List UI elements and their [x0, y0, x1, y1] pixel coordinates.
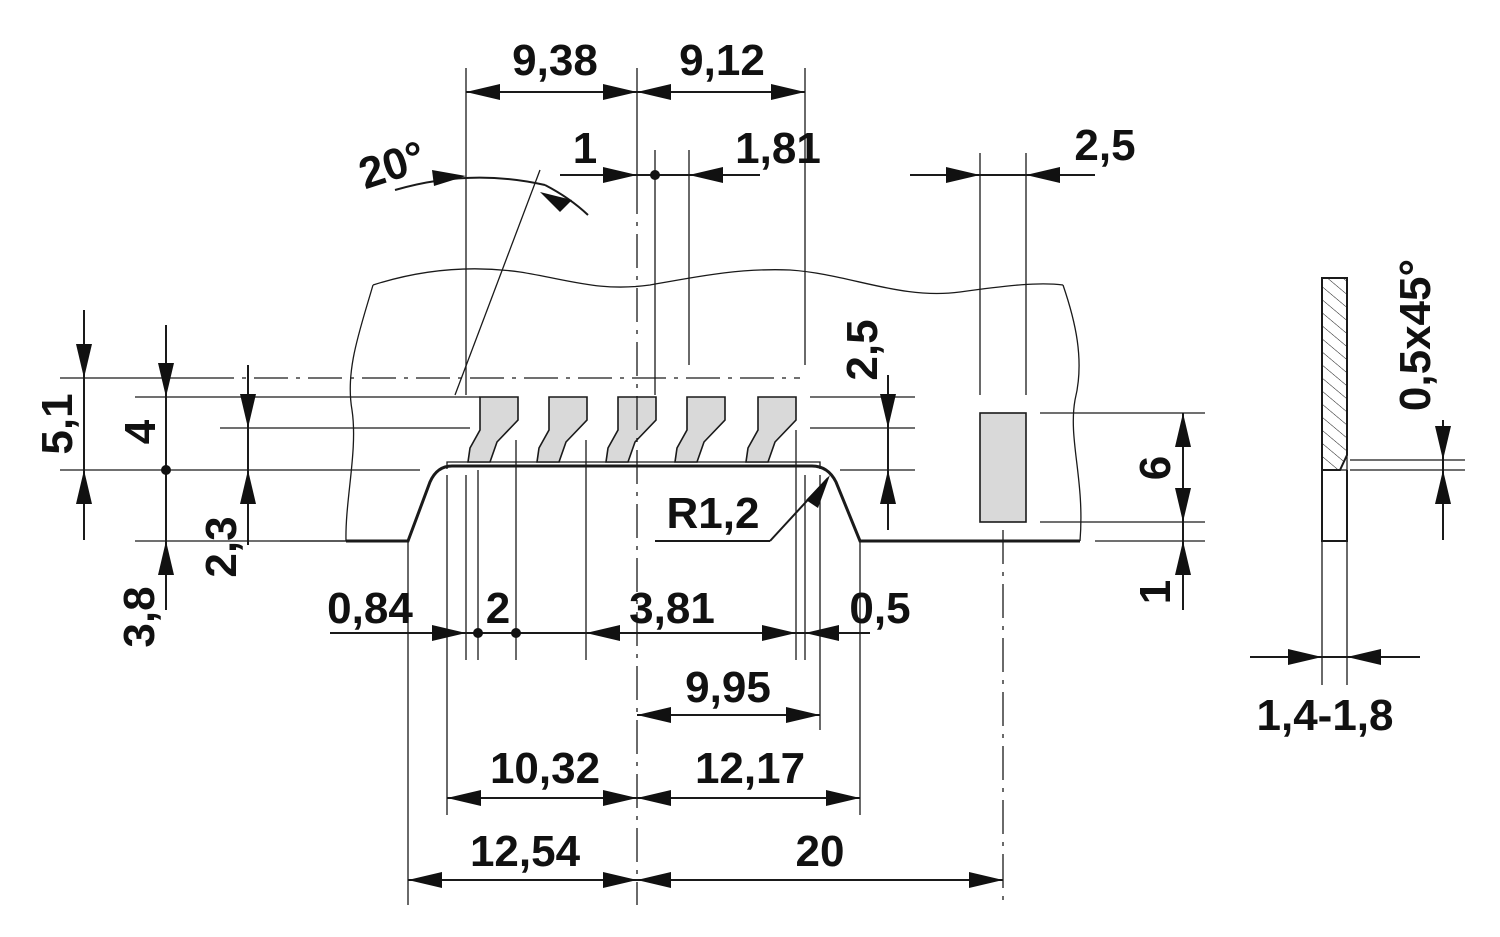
dim-6: 6 [1131, 456, 1180, 480]
dim-1-top: 1 [573, 124, 597, 173]
dim-2: 2 [486, 584, 510, 633]
dim-10-32: 10,32 [490, 744, 600, 793]
board-outline [345, 268, 1082, 543]
dim-12-54: 12,54 [470, 827, 581, 876]
dim-5-1: 5,1 [33, 393, 82, 454]
center-lines [200, 180, 1004, 905]
dim-0-5x45: 0,5x45° [1391, 259, 1440, 411]
pad-1 [467, 396, 519, 463]
pad-4 [674, 396, 726, 463]
dim-1-4-1-8: 1,4-1,8 [1257, 691, 1394, 740]
pad-5 [745, 396, 797, 463]
dim-r1-2: R1,2 [667, 489, 760, 538]
dim-0-84: 0,84 [327, 584, 413, 633]
right-pad [979, 412, 1027, 523]
dim-12-17: 12,17 [695, 744, 805, 793]
dim-2-3: 2,3 [197, 516, 246, 577]
dim-3-8: 3,8 [115, 586, 164, 647]
dim-20-deg: 20° [353, 132, 431, 199]
dimension-labels: 9,38 9,12 20° 1 1,81 2,5 5,1 4 2,3 3,8 2… [33, 36, 1440, 876]
dim-1-right: 1 [1131, 580, 1180, 604]
dim-0-5: 0,5 [849, 584, 910, 633]
dimension-dots [161, 170, 660, 638]
dim-2-5-top: 2,5 [1074, 121, 1135, 170]
pad-3 [605, 396, 657, 463]
dim-9-95: 9,95 [685, 663, 771, 712]
dim-4: 4 [116, 419, 165, 444]
side-section-view [1250, 277, 1465, 685]
pad-2 [536, 396, 588, 463]
solder-pads [467, 396, 1027, 523]
dim-9-12: 9,12 [679, 36, 765, 85]
dim-2-5-side: 2,5 [838, 319, 887, 380]
dim-1-81: 1,81 [735, 124, 821, 173]
dimension-lines [76, 84, 1191, 888]
dim-20: 20 [796, 827, 845, 876]
dim-3-81: 3,81 [629, 584, 715, 633]
dim-9-38: 9,38 [512, 36, 598, 85]
extension-lines [60, 68, 1205, 905]
